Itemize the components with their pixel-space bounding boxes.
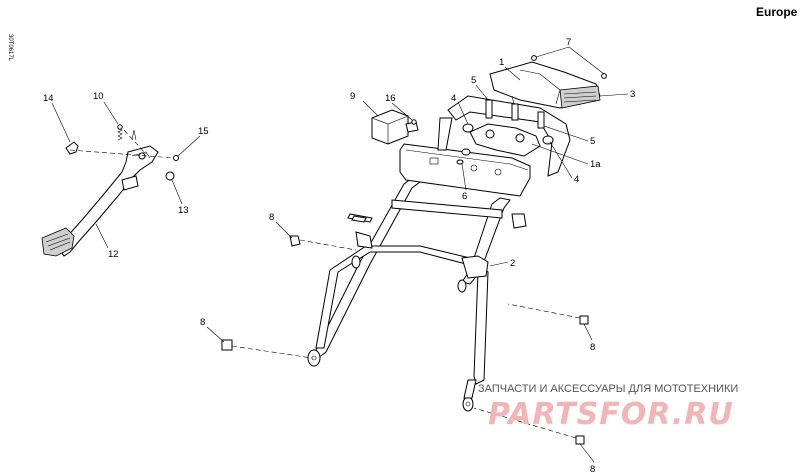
callouts: 1 7 3 5 4 5 1a 4 6 9 16 14 10 15 13 12 8… (43, 37, 635, 474)
callout-10: 10 (93, 91, 104, 102)
callout-8-lower-left: 8 (200, 317, 205, 328)
callout-6: 6 (462, 191, 467, 202)
callout-1: 1 (499, 57, 504, 68)
top-bracket (456, 55, 607, 165)
rear-frame (307, 95, 571, 412)
brake-pedal-assembly (41, 124, 179, 257)
callout-9: 9 (350, 91, 355, 102)
callout-8-bottom: 8 (590, 464, 595, 474)
callout-2: 2 (510, 258, 515, 269)
callout-4-right: 4 (574, 174, 579, 185)
pivot-bushing (173, 155, 179, 161)
pivot-clip (65, 141, 79, 155)
callout-1a: 1a (590, 159, 601, 170)
electrical-module (371, 109, 419, 145)
fasteners (221, 215, 589, 445)
drawing-code: 30T0617L (7, 34, 13, 62)
callout-16: 16 (385, 93, 396, 104)
watermark: ЗАПЧАСТИ И АКСЕССУАРЫ ДЛЯ МОТОТЕХНИКИ PA… (478, 383, 738, 432)
callout-3: 3 (630, 89, 635, 100)
callout-14: 14 (43, 93, 54, 104)
pivot-washer (165, 171, 175, 181)
callout-8-right: 8 (590, 342, 595, 353)
brake-pedal-part (59, 145, 159, 257)
callout-12: 12 (108, 249, 119, 260)
watermark-subtitle: ЗАПЧАСТИ И АКСЕССУАРЫ ДЛЯ МОТОТЕХНИКИ (478, 383, 738, 395)
callout-15: 15 (198, 126, 209, 137)
callout-8-left: 8 (269, 212, 274, 223)
return-spring (117, 127, 123, 141)
callout-5-right: 5 (590, 136, 595, 147)
region-label: Europe (756, 5, 798, 19)
mounting-plate (399, 143, 531, 197)
clamp-1a (469, 123, 541, 157)
callout-5-top: 5 (471, 75, 476, 86)
callout-4-top: 4 (451, 93, 456, 104)
callout-7: 7 (566, 37, 571, 48)
watermark-brand: PARTSFOR.RU (488, 397, 734, 432)
leader-lines (51, 46, 629, 463)
callout-13: 13 (178, 205, 189, 216)
